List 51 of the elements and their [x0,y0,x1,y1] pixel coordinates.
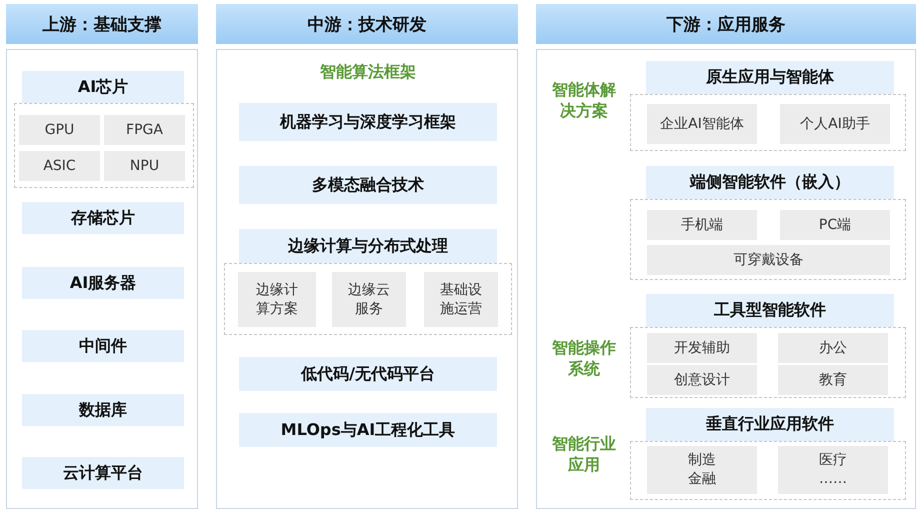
item-tile: FPGA [104,115,185,145]
category-bar: 数据库 [22,394,184,426]
category-bar: 多模态融合技术 [239,166,497,204]
item-tile: 办公 [778,333,888,363]
item-tile: 个人AI助手 [780,104,890,144]
dashed-group-frame [630,199,906,280]
category-bar: 中间件 [22,330,184,362]
item-tile: NPU [104,151,185,181]
section-header: 上游：基础支撑 [6,4,198,44]
section-header: 中游：技术研发 [216,4,518,44]
item-tile: 基础设施运营 [424,272,498,327]
item-tile: 教育 [778,365,888,395]
category-bar: 云计算平台 [22,457,184,489]
item-tile: 开发辅助 [647,333,757,363]
section-subheading: 智能体解决方案 [550,79,617,121]
dashed-group-frame [630,327,906,398]
section-subheading: 智能操作系统 [550,337,617,379]
item-tile: 手机端 [647,210,757,240]
dashed-group-frame [630,94,906,151]
item-text: 医疗 [819,451,847,470]
category-bar: 工具型智能软件 [646,294,894,327]
dashed-group-frame [630,441,906,500]
column-panel [536,49,916,509]
dashed-group-frame [224,263,512,335]
section-subheading: 智能行业应用 [550,433,617,475]
item-tile: 创意设计 [647,365,757,395]
item-text: …… [819,470,847,489]
item-tile: ASIC [19,151,100,181]
column-panel [216,49,518,509]
category-bar: 低代码/无代码平台 [239,357,497,391]
section-header: 下游：应用服务 [536,4,916,44]
item-tile: PC端 [780,210,890,240]
category-bar: 端侧智能软件（嵌入） [646,166,894,199]
item-tile: 边缘云服务 [332,272,406,327]
column-panel [6,49,198,509]
item-tile: 可穿戴设备 [647,245,890,275]
category-bar: 垂直行业应用软件 [646,408,894,441]
item-tile: 边缘计算方案 [238,272,316,327]
category-bar: 原生应用与智能体 [646,61,894,94]
item-tile: 企业AI智能体 [647,104,757,144]
category-bar: AI服务器 [22,267,184,299]
item-tile: GPU [19,115,100,145]
dashed-group-frame [14,103,194,188]
category-bar: 边缘计算与分布式处理 [239,229,497,263]
category-bar: 存储芯片 [22,202,184,234]
category-bar: MLOps与AI工程化工具 [239,413,497,447]
item-text: 金融 [688,470,716,489]
category-bar: AI芯片 [22,71,184,103]
category-bar: 机器学习与深度学习框架 [239,103,497,141]
item-text: 制造 [688,451,716,470]
section-subheading: 智能算法框架 [318,61,417,82]
